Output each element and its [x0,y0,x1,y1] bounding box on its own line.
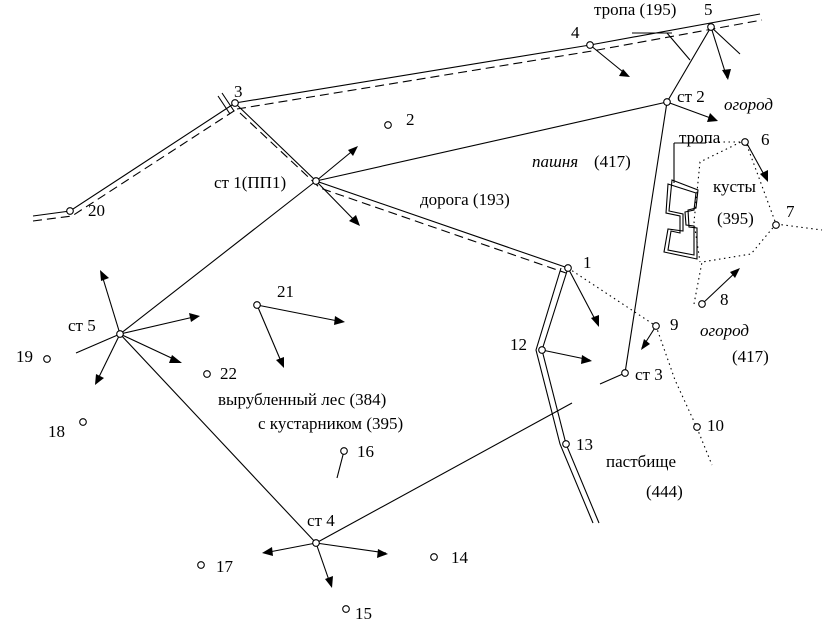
station-labels: ст 1(ПП1) ст 2 ст 3 ст 4 ст 5 [68,87,705,530]
point-20-marker [66,207,74,215]
point-21-marker [253,301,261,309]
point-12-label: 12 [510,335,527,354]
garden-right-label: огород [700,321,749,340]
point-3-marker [231,99,239,107]
point-7-label: 7 [786,202,795,221]
bushes-label: кусты [713,177,756,196]
station-3-label: ст 3 [635,365,663,384]
direction-arrows [75,26,768,588]
building-outline [663,142,706,260]
point-22-label: 22 [220,364,237,383]
station-3-marker [621,369,629,377]
point-4-marker [586,41,594,49]
point-13-marker [562,440,570,448]
point-4-label: 4 [571,23,580,42]
point-16-label: 16 [357,442,374,461]
point-19-label: 19 [16,347,33,366]
point-18-marker [79,418,87,426]
station-1-label: ст 1(ПП1) [214,173,286,192]
point-15-label: 15 [355,604,372,623]
point-17-marker [197,561,205,569]
point-8-label: 8 [720,290,729,309]
road-south [535,267,600,524]
survey-lines [119,101,668,544]
station-4-marker [312,539,320,547]
point-15-marker [342,605,350,613]
point-22-marker [203,370,211,378]
point-2-label: 2 [406,110,415,129]
point-3-label: 3 [234,82,243,101]
point-16-marker [340,447,348,455]
arable-code-label: (417) [594,152,631,171]
point-6-marker [741,138,749,146]
point-13-label: 13 [576,435,593,454]
station-2-label: ст 2 [677,87,705,106]
trail-195-label: тропа (195) [594,0,676,19]
garden-top-label: огород [724,95,773,114]
station-5-marker [116,330,124,338]
point-6-label: 6 [761,130,770,149]
point-21-label: 21 [277,282,294,301]
point-markers [43,23,780,613]
left-road [32,92,238,222]
station-5-label: ст 5 [68,316,96,335]
point-17-label: 17 [216,557,234,576]
point-9-label: 9 [670,315,679,334]
point-10-label: 10 [707,416,724,435]
point-12-marker [538,346,546,354]
station-4-label: ст 4 [307,511,335,530]
garden-right-code-label: (417) [732,347,769,366]
point-9-marker [652,322,660,330]
point-18-label: 18 [48,422,65,441]
point-20-label: 20 [88,201,105,220]
point-5-marker [707,23,715,31]
point-1-label: 1 [583,253,592,272]
point-14-marker [430,553,438,561]
pasture-label: пастбище [606,452,676,471]
point-7-marker [772,221,780,229]
point-2-marker [384,121,392,129]
point-8-marker [698,300,706,308]
point-10-marker [693,423,701,431]
point-labels: 1 2 3 4 5 6 7 8 9 10 12 13 14 15 16 17 1… [16,0,795,623]
cut-forest-shrub-label: с кустарником (395) [258,414,403,433]
pasture-code-label: (444) [646,482,683,501]
point-14-label: 14 [451,548,469,567]
point-5-label: 5 [704,0,713,19]
station-1-marker [312,177,320,185]
bushes-code-label: (395) [717,209,754,228]
point-1-marker [564,264,572,272]
station-2-marker [663,98,671,106]
feature-labels: тропа (195) огород тропа кусты (395) паш… [218,0,773,501]
trail-mid-label: тропа [679,128,721,147]
point-19-marker [43,355,51,363]
arable-label: пашня [532,152,578,171]
cut-forest-label: вырубленный лес (384) [218,390,386,409]
road-193-label: дорога (193) [420,190,510,209]
